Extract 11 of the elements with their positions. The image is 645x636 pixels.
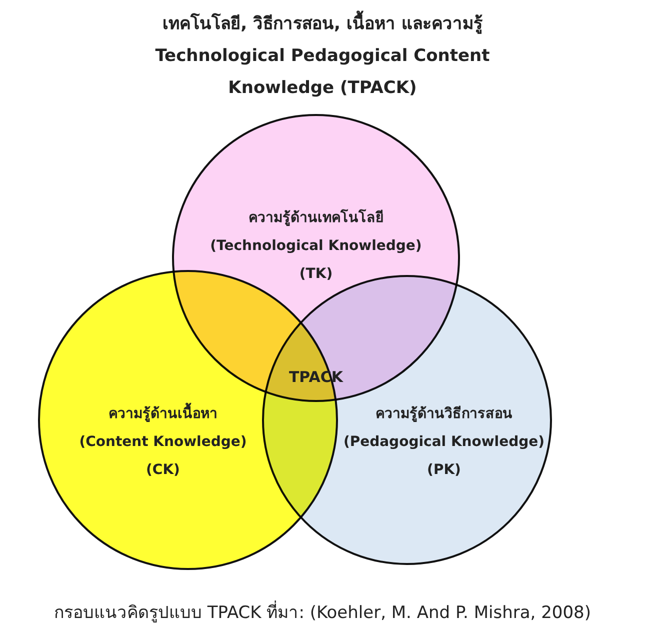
circle-label: (TK) — [298, 265, 334, 284]
circle-label: (Technological Knowledge) — [209, 237, 423, 256]
title: เทคโนโลยี, วิธีการสอน, เนื้อหา และความรู้ Technological Pedagogical Content Knowledge (TPACK) — [140, 8, 505, 104]
circle-label: (Pedagogical Knowledge) — [342, 433, 546, 452]
circle-label: ความรู้ด้านเนื้อหา — [13, 400, 313, 428]
caption: กรอบแนวคิดรูปแบบ TPACK ที่มา: (Koehler, M. And P. Mishra, 2008) — [0, 598, 645, 625]
circle-label: ความรู้ด้านวิธีการสอน — [374, 404, 514, 424]
circle-label: (CK) — [145, 461, 181, 480]
circle-label: (Content Knowledge) — [78, 433, 248, 452]
circle-label: ความรู้ด้านเทคโนโลยี — [248, 208, 384, 228]
circle-label: (PK) — [426, 461, 462, 480]
